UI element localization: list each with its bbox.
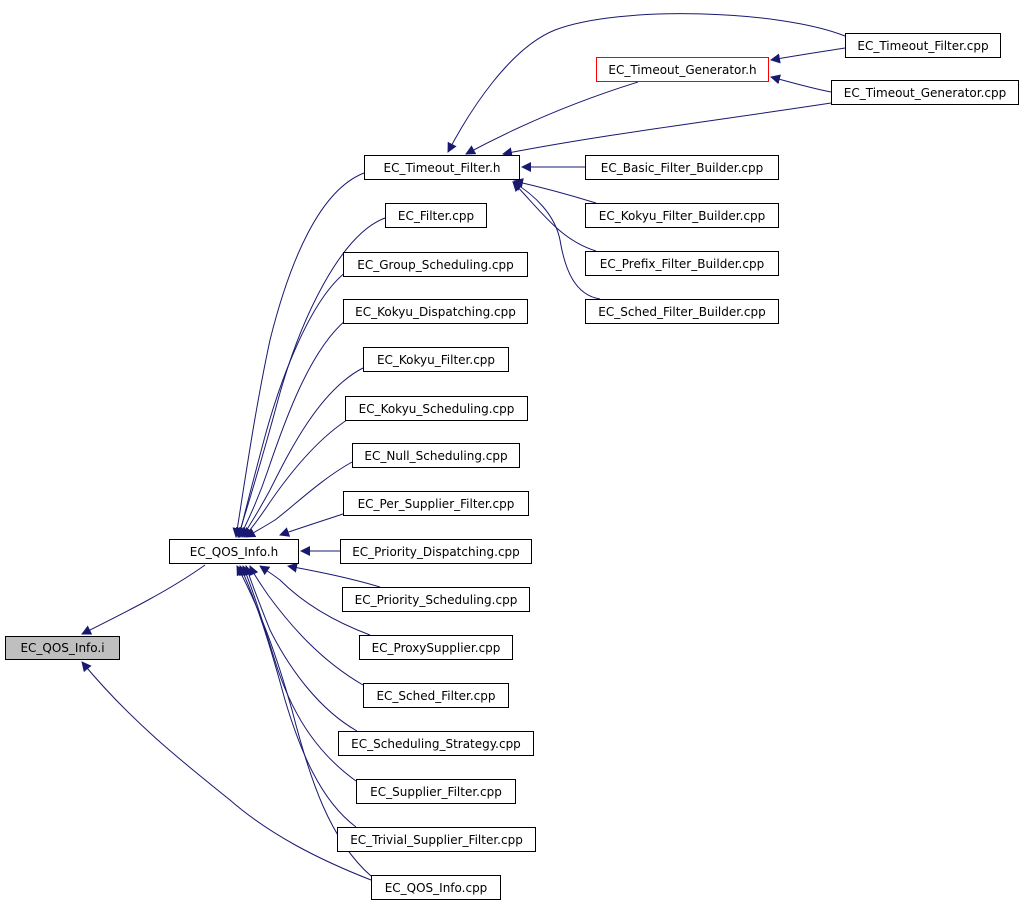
edge-ec-sched-filter-builder-cpp-to-ec-timeout-filter-h (512, 181, 601, 300)
edge-ec-priority-scheduling-cpp-to-ec-qos-info-h (287, 562, 381, 588)
edge-ec-timeout-filter-cpp-to-ec-qos-info-h (447, 13, 846, 153)
node-ec-kokyu-filter-cpp[interactable]: EC_Kokyu_Filter.cpp (363, 347, 509, 372)
node-ec-kokyu-scheduling-cpp[interactable]: EC_Kokyu_Scheduling.cpp (345, 396, 528, 421)
edge-ec-timeout-filter-h-to-ec-qos-info-h (232, 172, 365, 538)
node-ec-sched-filter-cpp[interactable]: EC_Sched_Filter.cpp (363, 683, 509, 708)
node-ec-priority-dispatching-cpp[interactable]: EC_Priority_Dispatching.cpp (340, 539, 532, 564)
edge-ec-prefix-filter-builder-cpp-to-ec-timeout-filter-h (512, 181, 597, 252)
node-ec-scheduling-strategy-cpp[interactable]: EC_Scheduling_Strategy.cpp (338, 731, 534, 756)
edge-ec-per-supplier-filter-cpp-to-ec-qos-info-h (279, 512, 347, 537)
edge-ec-kokyu-filter-builder-cpp-to-ec-timeout-filter-h (513, 178, 597, 204)
edge-ec-qos-info-h-to-ec-qos-info-i (81, 564, 206, 635)
edge-ec-supplier-filter-cpp-to-ec-qos-info-h (241, 565, 357, 782)
node-ec-timeout-generator-cpp[interactable]: EC_Timeout_Generator.cpp (831, 80, 1019, 105)
node-ec-proxysupplier-cpp[interactable]: EC_ProxySupplier.cpp (359, 635, 513, 660)
edge-ec-kokyu-dispatching-cpp-to-ec-qos-info-h (239, 319, 347, 538)
edge-ec-kokyu-filter-cpp-to-ec-qos-info-h (241, 367, 364, 538)
node-ec-kokyu-dispatching-cpp[interactable]: EC_Kokyu_Dispatching.cpp (343, 299, 528, 324)
node-ec-group-scheduling-cpp[interactable]: EC_Group_Scheduling.cpp (343, 252, 528, 277)
node-ec-timeout-generator-h[interactable]: EC_Timeout_Generator.h (596, 57, 769, 82)
edge-ec-proxysupplier-cpp-to-ec-qos-info-h (259, 565, 371, 636)
edge-ec-timeout-filter-cpp-to-ec-timeout-generator-h (770, 47, 846, 64)
edge-ec-group-scheduling-cpp-to-ec-qos-info-h (236, 271, 347, 538)
edge-ec-timeout-generator-cpp-to-ec-timeout-filter-h (502, 102, 832, 158)
node-ec-timeout-filter-cpp[interactable]: EC_Timeout_Filter.cpp (845, 33, 1001, 58)
node-ec-per-supplier-filter-cpp[interactable]: EC_Per_Supplier_Filter.cpp (343, 491, 529, 516)
edge-ec-scheduling-strategy-cpp-to-ec-qos-info-h (243, 565, 358, 732)
edge-ec-timeout-generator-cpp-to-ec-timeout-generator-h (770, 74, 832, 93)
node-ec-basic-filter-builder-cpp[interactable]: EC_Basic_Filter_Builder.cpp (585, 155, 779, 180)
edge-ec-null-scheduling-cpp-to-ec-qos-info-h (245, 461, 353, 538)
edge-ec-filter-cpp-to-ec-qos-info-h (235, 217, 386, 538)
node-ec-trivial-supplier-filter-cpp[interactable]: EC_Trivial_Supplier_Filter.cpp (337, 827, 536, 852)
edge-ec-kokyu-scheduling-cpp-to-ec-qos-info-h (243, 417, 351, 538)
node-ec-kokyu-filter-builder-cpp[interactable]: EC_Kokyu_Filter_Builder.cpp (585, 203, 779, 228)
node-ec-prefix-filter-builder-cpp[interactable]: EC_Prefix_Filter_Builder.cpp (585, 251, 779, 276)
node-ec-qos-info-h[interactable]: EC_QOS_Info.h (169, 539, 299, 564)
edge-ec-timeout-generator-h-to-ec-timeout-filter-h (465, 81, 639, 155)
node-ec-null-scheduling-cpp[interactable]: EC_Null_Scheduling.cpp (352, 443, 520, 468)
edge-ec-qos-info-cpp-to-ec-qos-info-i (81, 661, 372, 881)
node-ec-filter-cpp[interactable]: EC_Filter.cpp (385, 203, 487, 228)
node-ec-qos-info-i[interactable]: EC_QOS_Info.i (5, 636, 120, 660)
node-ec-supplier-filter-cpp[interactable]: EC_Supplier_Filter.cpp (356, 779, 516, 804)
node-ec-timeout-filter-h[interactable]: EC_Timeout_Filter.h (364, 155, 520, 180)
node-ec-sched-filter-builder-cpp[interactable]: EC_Sched_Filter_Builder.cpp (585, 299, 779, 324)
node-ec-priority-scheduling-cpp[interactable]: EC_Priority_Scheduling.cpp (342, 587, 530, 612)
node-ec-qos-info-cpp[interactable]: EC_QOS_Info.cpp (371, 875, 501, 900)
edge-ec-sched-filter-cpp-to-ec-qos-info-h (249, 565, 364, 686)
